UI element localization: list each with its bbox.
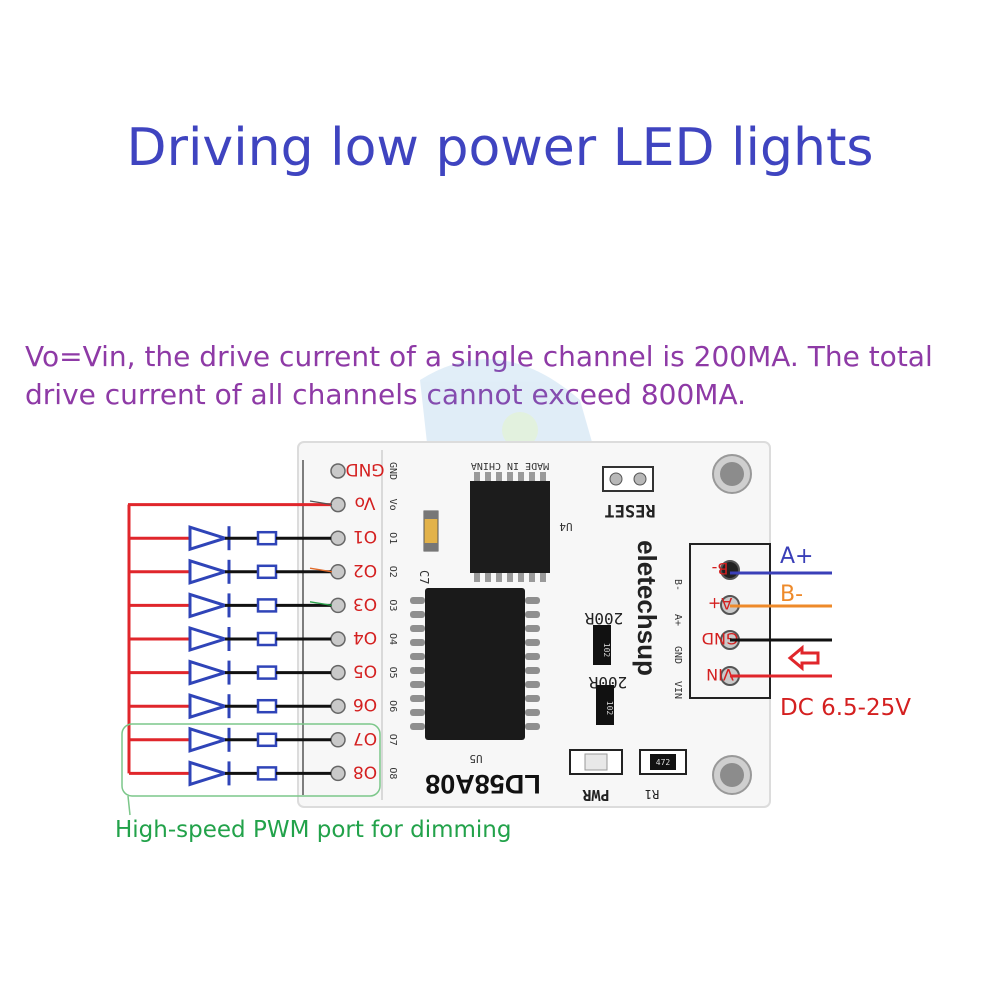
pin-label-o4: O4	[353, 627, 377, 647]
silk-label-vo: Vo	[387, 499, 398, 511]
pin-pad-o7	[330, 732, 346, 748]
svg-text:102: 102	[605, 701, 614, 716]
dc-range-label: DC 6.5-25V	[780, 695, 911, 721]
pin-pad-o2	[330, 564, 346, 580]
resistor-200r-b: 102	[596, 685, 614, 725]
pin-label-o1: O1	[353, 526, 377, 546]
reset-header	[602, 466, 654, 492]
brand-label: eletechsup	[632, 540, 662, 676]
silk-label-o6: O6	[387, 700, 398, 712]
diode-icon	[188, 558, 231, 585]
res-200r-a-label: 200R	[584, 609, 623, 628]
diode-icon	[188, 625, 231, 653]
pin-label-o3: O3	[353, 593, 377, 613]
pin-pad-o4	[330, 631, 346, 647]
u5-label: U5	[469, 752, 482, 765]
led-channel-1	[129, 525, 331, 552]
pin-pad-o5	[330, 664, 346, 681]
resistor-icon	[256, 665, 278, 680]
diode-icon	[188, 760, 231, 787]
a-plus-label: A+	[780, 544, 813, 569]
r1-value: 472	[656, 758, 671, 767]
power-pin-label-a+: A+	[708, 594, 732, 613]
power-silk-gnd: GND	[672, 646, 683, 664]
pin-pad-vo	[330, 496, 346, 513]
power-silk-a+: A+	[672, 614, 683, 626]
pin-label-o2: O2	[353, 560, 377, 580]
power-pin-label-gnd: GND	[702, 629, 739, 648]
silk-label-o7: O7	[387, 734, 398, 746]
resistor-icon	[256, 530, 278, 546]
led-channel-7	[129, 726, 331, 753]
resistor-icon	[256, 698, 278, 714]
pwr-label: PWR	[581, 786, 609, 804]
c7-label: C7	[417, 570, 431, 584]
resistor-icon	[256, 631, 278, 647]
pwm-highlight-box	[121, 723, 381, 797]
current-note: Vo=Vin, the drive current of a single ch…	[25, 340, 933, 411]
power-pin-label-b-: B-	[712, 559, 729, 578]
pwm-caption: High-speed PWM port for dimming	[115, 817, 512, 843]
diode-icon	[188, 592, 231, 619]
silk-label-o5: O5	[387, 667, 398, 679]
diode-icon	[188, 726, 231, 753]
silk-label-o3: O3	[387, 599, 398, 611]
power-pin-label-vin: VIN	[706, 665, 734, 684]
resistor-icon	[256, 766, 278, 781]
reset-label: RESET	[604, 500, 655, 520]
resistor-icon	[256, 598, 278, 613]
pin-label-vo: Vo	[355, 493, 376, 513]
silk-label-o2: O2	[387, 566, 398, 578]
pin-pad-o8	[330, 765, 346, 782]
led-channel-4	[129, 625, 331, 653]
pin-pad-o1	[330, 530, 346, 546]
diode-icon	[188, 525, 231, 552]
led-channel-3	[129, 592, 331, 619]
resistor-icon	[256, 732, 278, 748]
r1-label: R1	[645, 787, 659, 801]
pin-pad-o6	[330, 698, 346, 714]
power-header	[689, 543, 771, 699]
pin-pad-o3	[330, 597, 346, 614]
chip-u5	[410, 588, 540, 740]
led-channel-8	[129, 760, 331, 787]
silk-label-o8: O8	[387, 767, 398, 779]
chip-u4	[470, 472, 550, 582]
page-title: Driving low power LED lights	[126, 118, 874, 178]
model-label: LD58A08	[425, 769, 541, 799]
pin-pad-gnd	[330, 463, 346, 479]
input-arrow-icon	[787, 644, 820, 672]
pin-label-o8: O8	[353, 761, 377, 781]
resistor-icon	[256, 564, 278, 580]
pin-label-o5: O5	[353, 661, 377, 681]
led-channel-6	[129, 693, 331, 720]
pin-label-o7: O7	[353, 728, 377, 748]
silk-label-o4: O4	[387, 633, 398, 645]
pin-label-o6: O6	[353, 694, 377, 714]
led-channel-5	[129, 659, 331, 686]
u4-label: U4	[559, 520, 573, 533]
resistor-200r-a: 102	[593, 625, 611, 665]
diode-icon	[188, 659, 231, 686]
led-channel-2	[129, 558, 331, 585]
b-minus-label: B-	[780, 582, 803, 607]
power-silk-vin: VIN	[672, 681, 683, 699]
pin-label-gnd: GND	[346, 459, 385, 479]
diode-icon	[188, 693, 231, 720]
capacitor-c7	[423, 510, 439, 552]
silk-label-gnd: GND	[387, 462, 398, 480]
made-in-label: MADE IN CHINA	[471, 460, 549, 471]
svg-text:102: 102	[602, 643, 611, 658]
power-silk-b-: B-	[672, 579, 683, 591]
silk-label-o1: O1	[387, 532, 398, 544]
